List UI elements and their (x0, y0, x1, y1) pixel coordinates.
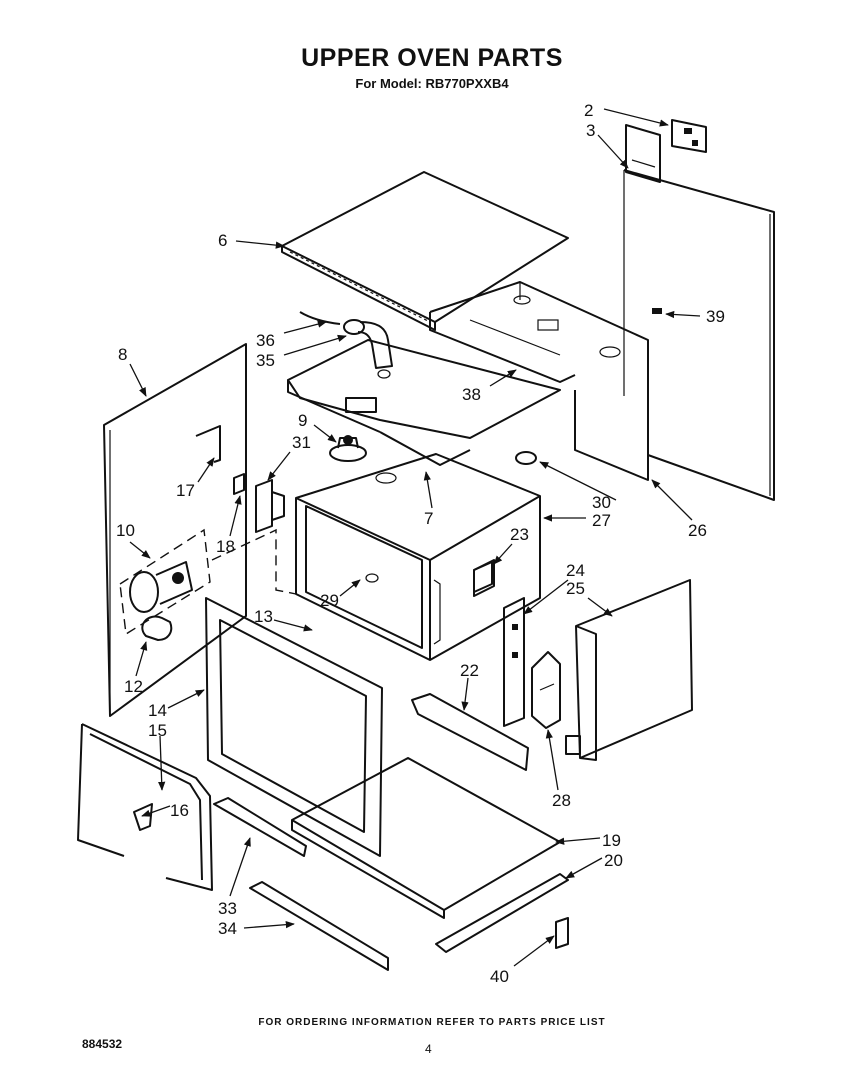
part-3-pad (625, 124, 661, 183)
callout-17: 17 (176, 481, 195, 500)
part-25-door (565, 579, 693, 761)
part-22-rail (411, 693, 529, 771)
callout-20: 20 (604, 851, 623, 870)
part-35-36-sensor-tube (299, 311, 393, 369)
callout-8: 8 (118, 345, 127, 364)
part-10-thermostat (119, 528, 211, 636)
part-6-top-cover (281, 171, 569, 331)
part-12-bulb (141, 615, 173, 641)
document-number: 884532 (82, 1037, 123, 1051)
callout-15: 15 (148, 721, 167, 740)
part-20-front-strip (435, 873, 569, 953)
callout-12: 12 (124, 677, 143, 696)
callout-29: 29 (320, 591, 339, 610)
callout-31: 31 (292, 433, 311, 452)
callout-18: 18 (216, 537, 235, 556)
leader-lines (129, 108, 701, 967)
callout-labels: 2 3 6 39 8 36 35 38 9 31 17 30 27 7 26 1… (116, 101, 725, 986)
callout-10: 10 (116, 521, 135, 540)
callout-22: 22 (460, 661, 479, 680)
callout-26: 26 (688, 521, 707, 540)
part-9-receptacle (329, 435, 367, 462)
model-line: For Model: RB770PXXB4 (355, 76, 509, 91)
part-26-rear-panel (623, 169, 775, 501)
part-38-shield (429, 281, 649, 481)
part-34-trim-strip (249, 881, 389, 971)
part-19-floor-panel (291, 757, 561, 919)
callout-38: 38 (462, 385, 481, 404)
callout-33: 33 (218, 899, 237, 918)
part-23-plate (473, 559, 495, 597)
callout-27: 27 (592, 511, 611, 530)
page-title: UPPER OVEN PARTS (301, 44, 563, 72)
ordering-note: FOR ORDERING INFORMATION REFER TO PARTS … (258, 1017, 606, 1028)
callout-34: 34 (218, 919, 237, 938)
callout-28: 28 (552, 791, 571, 810)
callout-35: 35 (256, 351, 275, 370)
callout-9: 9 (298, 411, 307, 430)
part-2-bracket (671, 119, 707, 153)
part-33-trim (213, 797, 307, 857)
hidden-line (211, 528, 297, 595)
part-40-clip (555, 917, 569, 949)
callout-40: 40 (490, 967, 509, 986)
part-14-front-frame (205, 597, 383, 857)
callout-16: 16 (170, 801, 189, 820)
part-31-bracket (255, 479, 285, 533)
callout-2: 2 (584, 101, 593, 120)
callout-24: 24 (566, 561, 585, 580)
part-8-side-panel (103, 343, 247, 717)
callout-6: 6 (218, 231, 227, 250)
part-28-hinge (531, 651, 561, 729)
callout-7: 7 (424, 509, 433, 528)
callout-30: 30 (592, 493, 611, 512)
callout-39: 39 (706, 307, 725, 326)
callout-13: 13 (254, 607, 273, 626)
part-15-gasket (77, 723, 213, 891)
callout-3: 3 (586, 121, 595, 140)
part-16-clip (133, 803, 153, 831)
page-number: 4 (425, 1042, 432, 1056)
callout-14: 14 (148, 701, 167, 720)
part-support-plate (287, 339, 561, 466)
callout-23: 23 (510, 525, 529, 544)
part-30-grommet (515, 451, 537, 465)
part-24-hinge-bracket (503, 597, 525, 727)
callout-36: 36 (256, 331, 275, 350)
callout-19: 19 (602, 831, 621, 850)
callout-25: 25 (566, 579, 585, 598)
